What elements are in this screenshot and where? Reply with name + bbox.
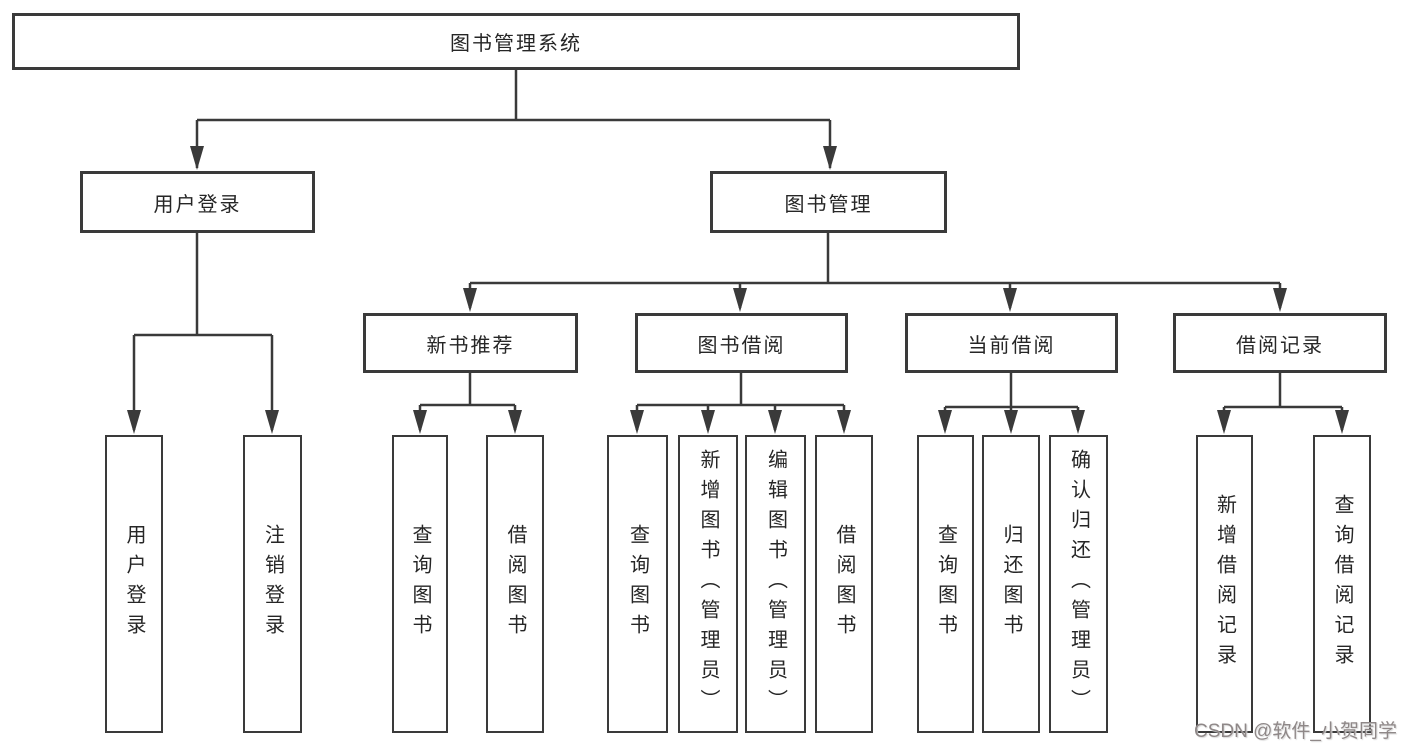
leaf-borrow-book-recommend: 借阅图书 (486, 435, 544, 733)
leaf-edit-book-admin-label: 编辑图书（管理员） (764, 449, 787, 719)
node-root: 图书管理系统 (12, 13, 1020, 70)
leaf-user-login: 用户登录 (105, 435, 163, 733)
csdn-watermark: CSDN @软件_小贺同学 (1194, 721, 1397, 742)
arrow-icon (630, 410, 644, 434)
arrow-icon (837, 410, 851, 434)
leaf-add-borrow-record-label: 新增借阅记录 (1213, 494, 1236, 674)
leaf-query-book-borrow: 查询图书 (607, 435, 668, 733)
arrow-icon (463, 288, 477, 312)
node-book-borrow-label: 图书借阅 (697, 334, 786, 357)
leaf-edit-book-admin: 编辑图书（管理员） (745, 435, 806, 733)
arrow-icon (938, 410, 952, 434)
leaf-borrow-book-recommend-label: 借阅图书 (504, 524, 526, 644)
leaf-borrow-book: 借阅图书 (815, 435, 873, 733)
leaf-query-book-recommend-label: 查询图书 (409, 524, 431, 644)
leaf-confirm-return-admin: 确认归还（管理员） (1049, 435, 1108, 733)
node-book-management: 图书管理 (710, 171, 947, 233)
arrow-icon (733, 288, 747, 312)
leaf-query-book-current-label: 查询图书 (934, 524, 957, 644)
leaf-add-book-admin-label: 新增图书（管理员） (697, 449, 719, 719)
arrow-icon (1217, 410, 1231, 434)
node-user-login-label: 用户登录 (153, 193, 242, 216)
node-new-book-recommend-label: 新书推荐 (426, 334, 515, 357)
leaf-query-book-borrow-label: 查询图书 (626, 524, 649, 644)
leaf-return-book-label: 归还图书 (1000, 524, 1022, 644)
arrow-icon (1273, 288, 1287, 312)
leaf-query-book-current: 查询图书 (917, 435, 974, 733)
arrow-icon (265, 410, 279, 434)
node-current-borrow-label: 当前借阅 (967, 334, 1056, 357)
arrow-icon (127, 410, 141, 434)
arrow-icon (1004, 410, 1018, 434)
node-user-login: 用户登录 (80, 171, 315, 233)
arrow-icon (1003, 288, 1017, 312)
leaf-add-book-admin: 新增图书（管理员） (678, 435, 738, 733)
node-new-book-recommend: 新书推荐 (363, 313, 578, 373)
node-root-label: 图书管理系统 (450, 33, 582, 55)
leaf-add-borrow-record: 新增借阅记录 (1196, 435, 1253, 733)
leaf-user-login-label: 用户登录 (123, 524, 145, 644)
arrow-icon (1335, 410, 1349, 434)
arrow-icon (701, 410, 715, 434)
leaf-borrow-book-label: 借阅图书 (833, 524, 855, 644)
leaf-query-borrow-record-label: 查询借阅记录 (1331, 494, 1353, 674)
leaf-confirm-return-admin-label: 确认归还（管理员） (1067, 449, 1090, 719)
leaf-return-book: 归还图书 (982, 435, 1040, 733)
node-book-management-label: 图书管理 (784, 193, 873, 216)
node-book-borrow: 图书借阅 (635, 313, 848, 373)
arrow-icon (508, 410, 522, 434)
arrow-icon (413, 410, 427, 434)
node-borrow-record: 借阅记录 (1173, 313, 1387, 373)
node-current-borrow: 当前借阅 (905, 313, 1118, 373)
leaf-query-borrow-record: 查询借阅记录 (1313, 435, 1371, 733)
leaf-query-book-recommend: 查询图书 (392, 435, 448, 733)
arrow-icon (190, 146, 204, 170)
leaf-logout-label: 注销登录 (261, 524, 284, 644)
leaf-logout: 注销登录 (243, 435, 302, 733)
arrow-icon (823, 146, 837, 170)
arrow-icon (768, 410, 782, 434)
node-borrow-record-label: 借阅记录 (1236, 334, 1324, 357)
arrow-icon (1071, 410, 1085, 434)
